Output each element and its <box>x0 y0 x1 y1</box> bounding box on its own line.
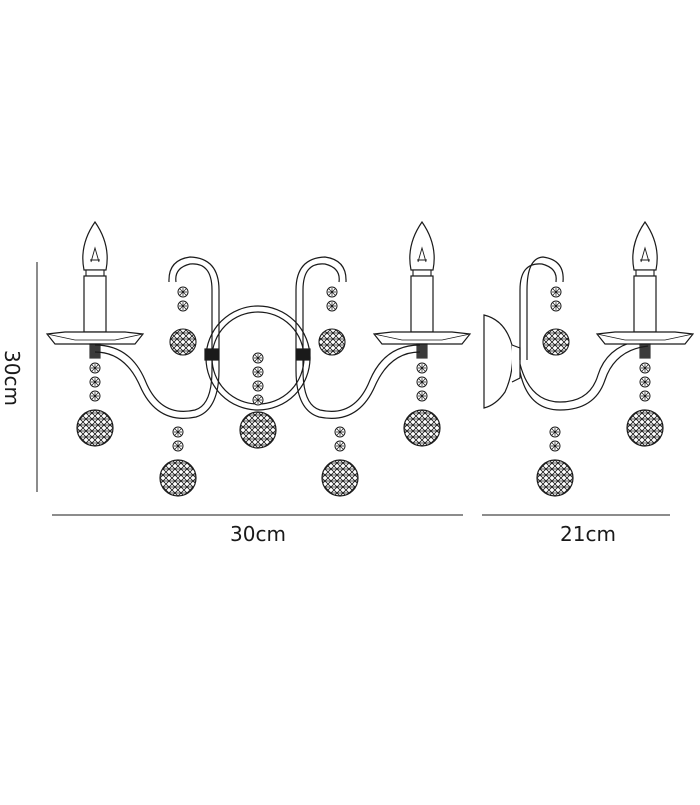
right-bead-1 <box>416 362 428 374</box>
right-lower-bead-2 <box>334 440 346 452</box>
left-arm <box>94 263 213 412</box>
side-crystal-ball <box>626 409 664 447</box>
right-scroll-bead-1 <box>326 286 338 298</box>
side-lower-bead-1 <box>549 426 561 438</box>
right-arm-clamp <box>296 348 311 361</box>
center-crystal-ball <box>239 411 277 449</box>
right-candle <box>373 221 471 359</box>
left-scroll-bead-1 <box>177 286 189 298</box>
left-arm-clamp <box>204 348 219 361</box>
left-lower-bead-2 <box>172 440 184 452</box>
left-bead-3 <box>89 390 101 402</box>
left-lower-crystal-ball <box>159 459 197 497</box>
side-lower-crystal-ball <box>536 459 574 497</box>
side-bead-2 <box>639 376 651 388</box>
center-bead-1 <box>252 352 264 364</box>
center-bead-3 <box>252 380 264 392</box>
front-view <box>46 221 471 497</box>
left-arm-inner <box>94 256 220 419</box>
left-lower-bead-1 <box>172 426 184 438</box>
side-arm-inner <box>519 338 649 403</box>
right-arm <box>302 263 421 412</box>
left-bead-2 <box>89 376 101 388</box>
side-backplate <box>483 314 514 409</box>
side-scroll-bead-2 <box>550 300 562 312</box>
right-lower-bead-1 <box>334 426 346 438</box>
side-scroll <box>519 263 557 360</box>
side-scroll-crystal <box>542 328 570 356</box>
side-candle <box>596 221 694 359</box>
width-dimension-label: 30cm <box>230 522 286 546</box>
center-bead-4 <box>252 394 264 406</box>
dimension-lines <box>36 262 670 516</box>
left-scroll-bead-2 <box>177 300 189 312</box>
right-lower-crystal-ball <box>321 459 359 497</box>
side-scroll-inner <box>526 256 564 360</box>
side-scroll-bead-1 <box>550 286 562 298</box>
left-crystal-ball <box>76 409 114 447</box>
side-bead-3 <box>639 390 651 402</box>
left-candle <box>46 221 144 359</box>
right-scroll-bead-2 <box>326 300 338 312</box>
side-view <box>483 221 694 497</box>
center-bead-2 <box>252 366 264 378</box>
right-crystal-ball <box>403 409 441 447</box>
right-bead-2 <box>416 376 428 388</box>
side-backplate-boss <box>511 344 521 383</box>
right-bead-3 <box>416 390 428 402</box>
right-arm-inner <box>295 256 421 419</box>
depth-dimension-label: 21cm <box>560 522 616 546</box>
left-bead-1 <box>89 362 101 374</box>
side-lower-bead-2 <box>549 440 561 452</box>
side-arm <box>519 345 649 411</box>
right-scroll-crystal <box>318 328 346 356</box>
height-dimension-label: 30cm <box>0 350 24 406</box>
side-bead-1 <box>639 362 651 374</box>
